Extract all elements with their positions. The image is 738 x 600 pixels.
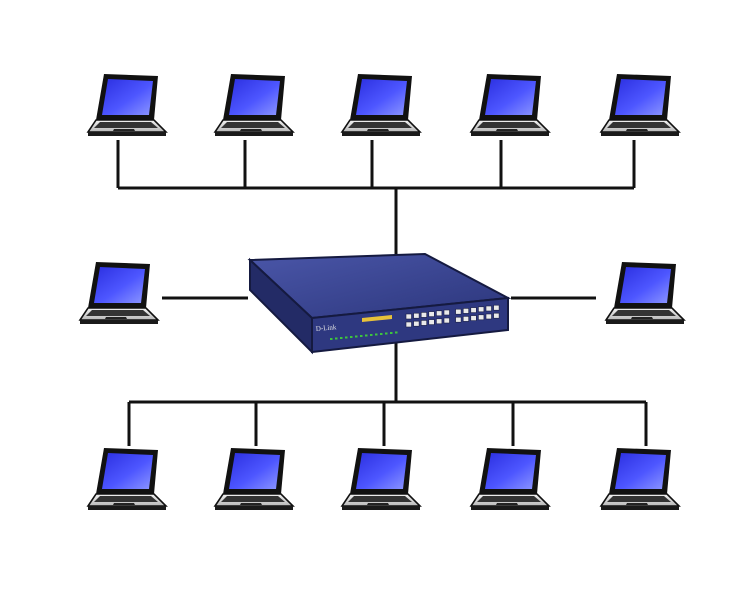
switch-port: [436, 310, 443, 317]
switch-port: [470, 315, 477, 321]
switch-port: [443, 317, 450, 324]
laptop-top-3: [341, 73, 421, 137]
laptop-bottom-1: [87, 447, 167, 511]
switch-port: [413, 312, 420, 319]
laptop-middle-left: [79, 261, 159, 325]
switch-port: [428, 319, 435, 325]
laptop-bottom-3: [341, 447, 421, 511]
network-switch: D-Link: [247, 252, 512, 355]
switch-port: [470, 307, 477, 313]
switch-port: [443, 309, 450, 316]
switch-led: [340, 337, 343, 339]
switch-port: [436, 318, 443, 325]
switch-led: [375, 333, 378, 336]
switch-port: [455, 316, 462, 323]
switch-led: [365, 334, 368, 337]
cables: [116, 140, 648, 446]
switch-brand-label: D-Link: [315, 323, 337, 333]
switch-port: [413, 320, 420, 327]
switch-port: [478, 314, 485, 321]
switch-led: [370, 334, 373, 336]
switch-led: [330, 338, 333, 340]
laptop-middle-right: [605, 261, 685, 325]
laptop-bottom-4: [470, 447, 550, 511]
switch-port: [462, 316, 470, 322]
switch-led: [385, 332, 388, 335]
switch-port: [420, 312, 428, 318]
laptop-bottom-5: [600, 447, 680, 511]
switch-led-row: [330, 331, 398, 340]
switch-port: [493, 312, 500, 319]
laptop-top-1: [87, 73, 167, 137]
switch-led: [360, 335, 363, 337]
switch-port: [428, 311, 435, 317]
switch-led: [395, 331, 398, 334]
laptop-top-4: [470, 73, 550, 137]
switch-port: [485, 313, 492, 320]
switch-port: [405, 313, 412, 320]
switch-led: [350, 336, 353, 338]
switch-led: [355, 335, 358, 338]
switch-port: [420, 320, 428, 326]
switch-port: [455, 308, 462, 315]
switch-led: [345, 336, 348, 339]
switch-led: [380, 333, 383, 335]
switch-port: [478, 306, 485, 313]
switch-port: [405, 321, 412, 328]
switch-port-panel: [405, 304, 500, 328]
switch-led: [390, 332, 393, 334]
laptop-top-5: [600, 73, 680, 137]
switch-port: [485, 305, 492, 312]
switch-led: [335, 337, 338, 340]
laptop-top-2: [214, 73, 294, 137]
switch-port: [493, 304, 500, 311]
laptop-bottom-2: [214, 447, 294, 511]
switch-port: [462, 308, 470, 314]
